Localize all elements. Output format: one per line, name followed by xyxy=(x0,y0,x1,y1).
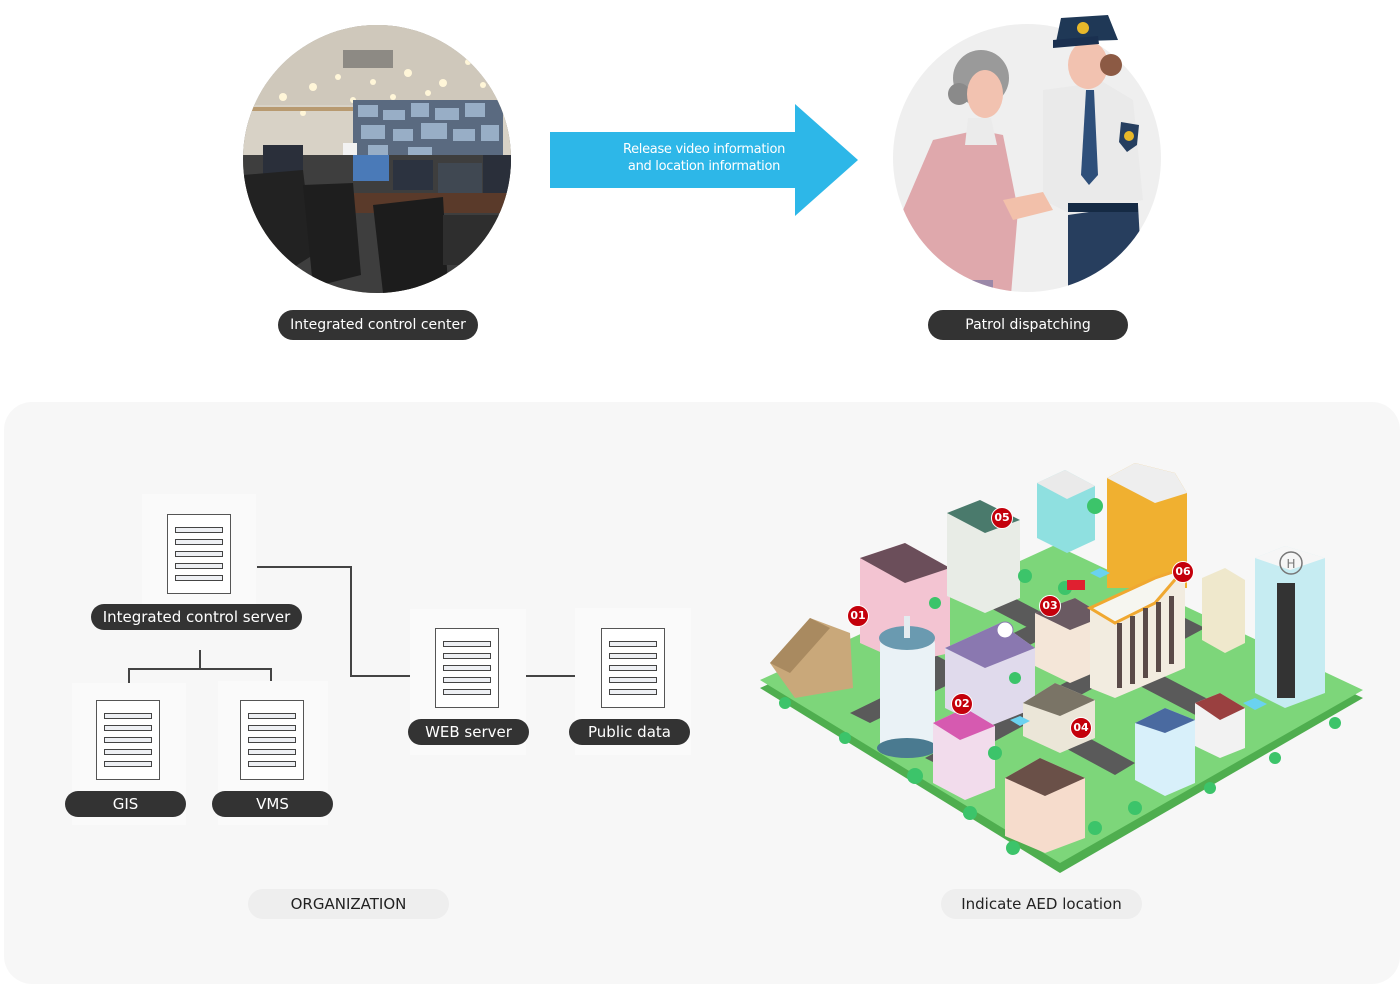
organization-caption: ORGANIZATION xyxy=(248,889,449,919)
server-document-icon xyxy=(167,514,231,594)
connector-line xyxy=(525,675,575,677)
arrow-text-line-1: Release video information xyxy=(622,142,786,157)
connector-line xyxy=(128,668,130,688)
patrol-illustration xyxy=(893,10,1173,295)
arrow-text-line-2: and location information xyxy=(627,159,781,174)
police-officer-helping-elder-illustration xyxy=(893,15,1161,292)
aed-marker-06[interactable]: 06 xyxy=(1172,561,1194,583)
connector-line xyxy=(350,566,352,676)
web-server-label: WEB server xyxy=(408,719,529,745)
server-document-icon xyxy=(435,628,499,708)
vms-label: VMS xyxy=(212,791,333,817)
connector-line xyxy=(199,650,201,669)
flow-arrow: Release video information and location i… xyxy=(550,104,860,216)
aed-location-caption: Indicate AED location xyxy=(941,889,1142,919)
isometric-city-illustration: H xyxy=(760,463,1363,873)
server-document-icon xyxy=(601,628,665,708)
right-arrow-icon xyxy=(550,104,858,216)
helipad-label: H xyxy=(1286,557,1295,571)
aed-marker-01[interactable]: 01 xyxy=(847,605,869,627)
control-room-illustration xyxy=(243,25,511,293)
aed-city-map: H 01 02 03 04 05 06 xyxy=(755,458,1365,878)
connector-line xyxy=(128,668,271,670)
organization-diagram: Integrated control server GIS VMS WEB se… xyxy=(65,514,690,817)
server-document-icon xyxy=(96,700,160,780)
connector-line xyxy=(257,566,351,568)
aed-marker-05[interactable]: 05 xyxy=(991,507,1013,529)
connector-line xyxy=(350,675,410,677)
control-center-photo xyxy=(243,25,511,293)
patrol-dispatching-label: Patrol dispatching xyxy=(928,310,1128,340)
integrated-control-center-label: Integrated control center xyxy=(278,310,478,340)
integrated-control-server-label: Integrated control server xyxy=(91,604,302,630)
aed-marker-04[interactable]: 04 xyxy=(1070,717,1092,739)
gis-label: GIS xyxy=(65,791,186,817)
aed-marker-03[interactable]: 03 xyxy=(1039,595,1061,617)
public-data-label: Public data xyxy=(569,719,690,745)
connector-line xyxy=(270,668,272,688)
aed-marker-02[interactable]: 02 xyxy=(951,693,973,715)
server-document-icon xyxy=(240,700,304,780)
